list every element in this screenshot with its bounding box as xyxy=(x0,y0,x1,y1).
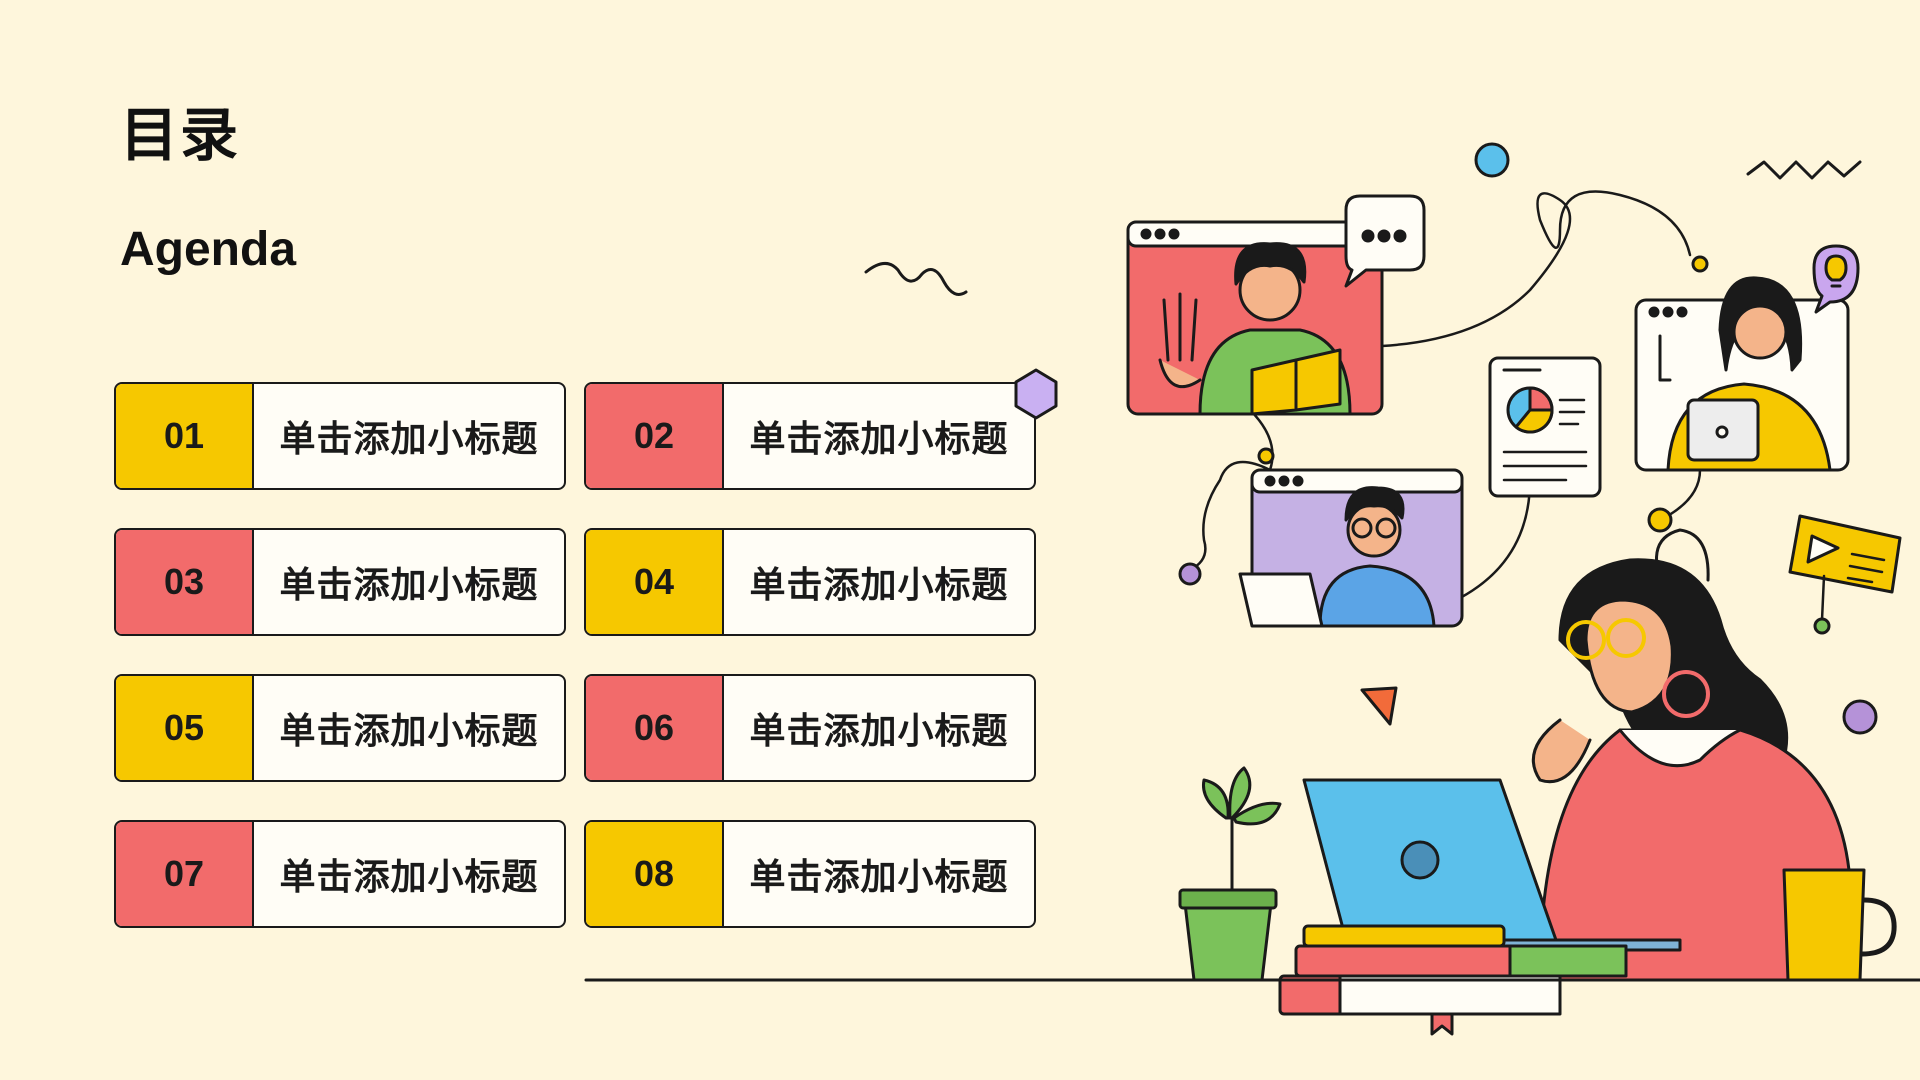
mug-icon xyxy=(1782,868,1866,982)
dot-icon xyxy=(1647,507,1673,533)
agenda-number: 03 xyxy=(116,530,254,634)
agenda-item-07[interactable]: 07 单击添加小标题 xyxy=(114,820,566,928)
agenda-item-01[interactable]: 01 单击添加小标题 xyxy=(114,382,566,490)
agenda-number: 06 xyxy=(586,676,724,780)
play-video-icon xyxy=(1788,514,1902,594)
dot-icon xyxy=(1474,142,1510,178)
video-call-window-icon xyxy=(1126,220,1384,416)
chat-bubble-icon xyxy=(1344,194,1426,288)
dot-icon xyxy=(1691,255,1709,273)
agenda-item-04[interactable]: 04 单击添加小标题 xyxy=(584,528,1036,636)
zigzag-icon xyxy=(1746,160,1862,180)
video-call-window-icon xyxy=(1634,298,1850,472)
agenda-label: 单击添加小标题 xyxy=(749,565,1009,606)
plant-icon xyxy=(1201,778,1230,820)
woman-body-icon xyxy=(1538,728,1852,982)
books-icon xyxy=(1302,924,1506,948)
agenda-item-05[interactable]: 05 单击添加小标题 xyxy=(114,674,566,782)
connector-line xyxy=(1188,190,1702,600)
page-title: 目录 xyxy=(120,101,241,169)
agenda-item-03[interactable]: 03 单击添加小标题 xyxy=(114,528,566,636)
squiggle-icon xyxy=(864,262,968,296)
agenda-number: 07 xyxy=(116,822,254,926)
laptop-icon xyxy=(1302,778,1558,942)
agenda-label: 单击添加小标题 xyxy=(279,857,539,898)
agenda-number: 01 xyxy=(116,384,254,488)
dot-icon xyxy=(1842,699,1878,735)
agenda-label: 单击添加小标题 xyxy=(749,857,1009,898)
lightbulb-icon xyxy=(1812,244,1860,314)
pie-chart-report-icon xyxy=(1488,356,1602,498)
agenda-item-08[interactable]: 08 单击添加小标题 xyxy=(584,820,1036,928)
agenda-item-06[interactable]: 06 单击添加小标题 xyxy=(584,674,1036,782)
dot-icon xyxy=(1257,447,1275,465)
agenda-label: 单击添加小标题 xyxy=(279,419,539,460)
agenda-grid: 01 单击添加小标题 02 单击添加小标题 03 单击添加小标题 04 单击添加… xyxy=(114,382,1038,930)
agenda-number: 02 xyxy=(586,384,724,488)
woman-hair-icon xyxy=(1558,558,1789,782)
agenda-label: 单击添加小标题 xyxy=(279,565,539,606)
page-subtitle: Agenda xyxy=(120,223,297,276)
agenda-item-02[interactable]: 02 单击添加小标题 xyxy=(584,382,1036,490)
video-call-window-icon xyxy=(1250,468,1464,628)
agenda-label: 单击添加小标题 xyxy=(749,419,1009,460)
agenda-number: 08 xyxy=(586,822,724,926)
triangle-icon xyxy=(1360,686,1398,726)
agenda-label: 单击添加小标题 xyxy=(749,711,1009,752)
agenda-number: 05 xyxy=(116,676,254,780)
agenda-number: 04 xyxy=(586,530,724,634)
dot-icon xyxy=(1178,562,1202,586)
agenda-label: 单击添加小标题 xyxy=(279,711,539,752)
